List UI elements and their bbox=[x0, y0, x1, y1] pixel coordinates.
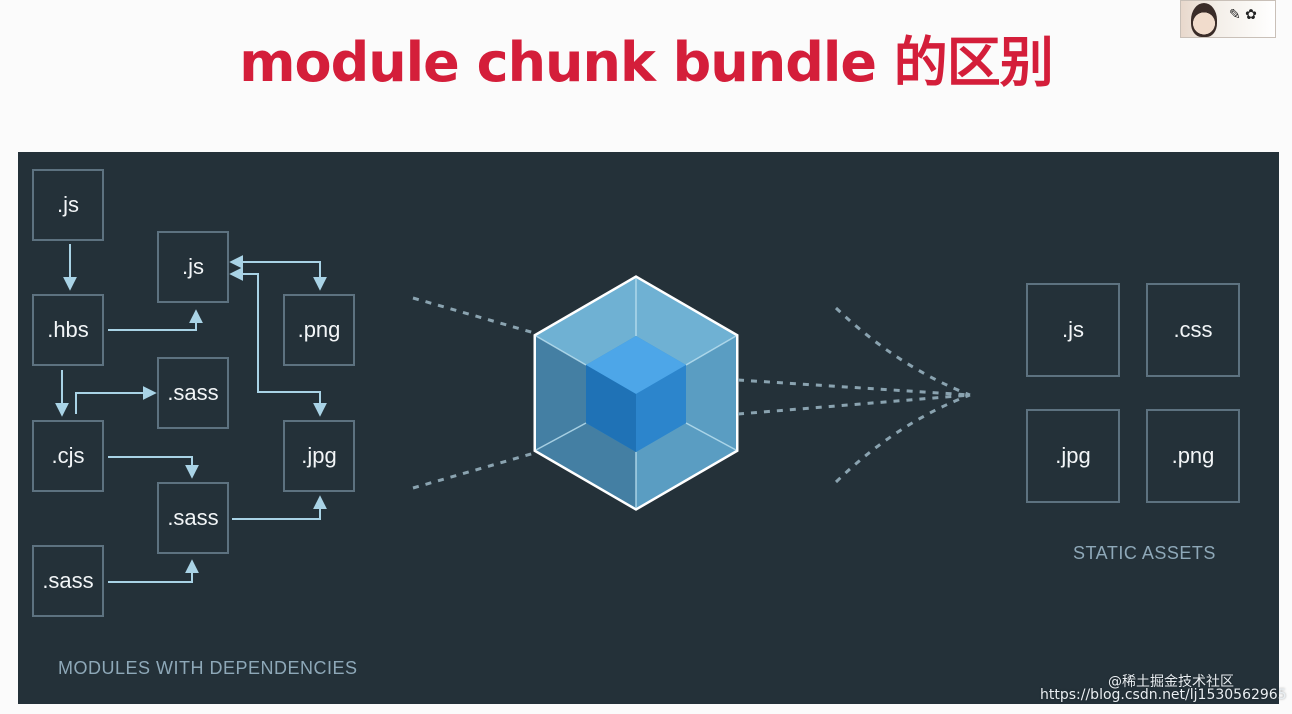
arrow-hbs-to-js2 bbox=[108, 309, 203, 331]
output-dotted-arrow bbox=[737, 306, 971, 484]
page-title: module chunk bundle 的区别 bbox=[239, 31, 1054, 94]
arrow-sass2-to-jpg bbox=[232, 495, 327, 520]
avatar-face bbox=[1191, 3, 1217, 37]
watermark-juejin: @稀土掘金技术社区 bbox=[1108, 674, 1234, 690]
asset-jpg: .jpg bbox=[1026, 409, 1120, 503]
arrow-cjs-to-sass1 bbox=[75, 386, 157, 414]
module-js: .js bbox=[32, 169, 104, 241]
module-js-2: .js bbox=[157, 231, 229, 303]
watermark-csdn-url: https://blog.csdn.net/lj1530562965 bbox=[1040, 687, 1287, 703]
webpack-diagram-panel: .js .js .hbs .png .sass .cjs .jpg .sass … bbox=[18, 152, 1279, 704]
dependency-arrows bbox=[55, 244, 327, 583]
assets-caption: STATIC ASSETS bbox=[1073, 543, 1216, 563]
arrow-js2-to-jpg bbox=[229, 267, 327, 417]
asset-png: .png bbox=[1146, 409, 1240, 503]
module-jpg: .jpg bbox=[283, 420, 355, 492]
input-dotted-lines bbox=[412, 296, 539, 490]
avatar-scribble: ✎ ✿ bbox=[1229, 7, 1257, 23]
modules-caption: MODULES WITH DEPENDENCIES bbox=[58, 658, 358, 678]
asset-js: .js bbox=[1026, 283, 1120, 377]
module-sass-3: .sass bbox=[32, 545, 104, 617]
presenter-avatar: ✎ ✿ bbox=[1180, 0, 1276, 38]
arrow-cjs-to-sass2 bbox=[108, 456, 199, 479]
module-sass-2: .sass bbox=[157, 482, 229, 554]
diagram-svg bbox=[55, 244, 971, 583]
module-hbs: .hbs bbox=[32, 294, 104, 366]
asset-css: .css bbox=[1146, 283, 1240, 377]
module-png: .png bbox=[283, 294, 355, 366]
module-cjs: .cjs bbox=[32, 420, 104, 492]
arrow-sass3-to-sass2 bbox=[108, 559, 199, 583]
module-sass: .sass bbox=[157, 357, 229, 429]
webpack-cube-icon bbox=[533, 275, 739, 511]
